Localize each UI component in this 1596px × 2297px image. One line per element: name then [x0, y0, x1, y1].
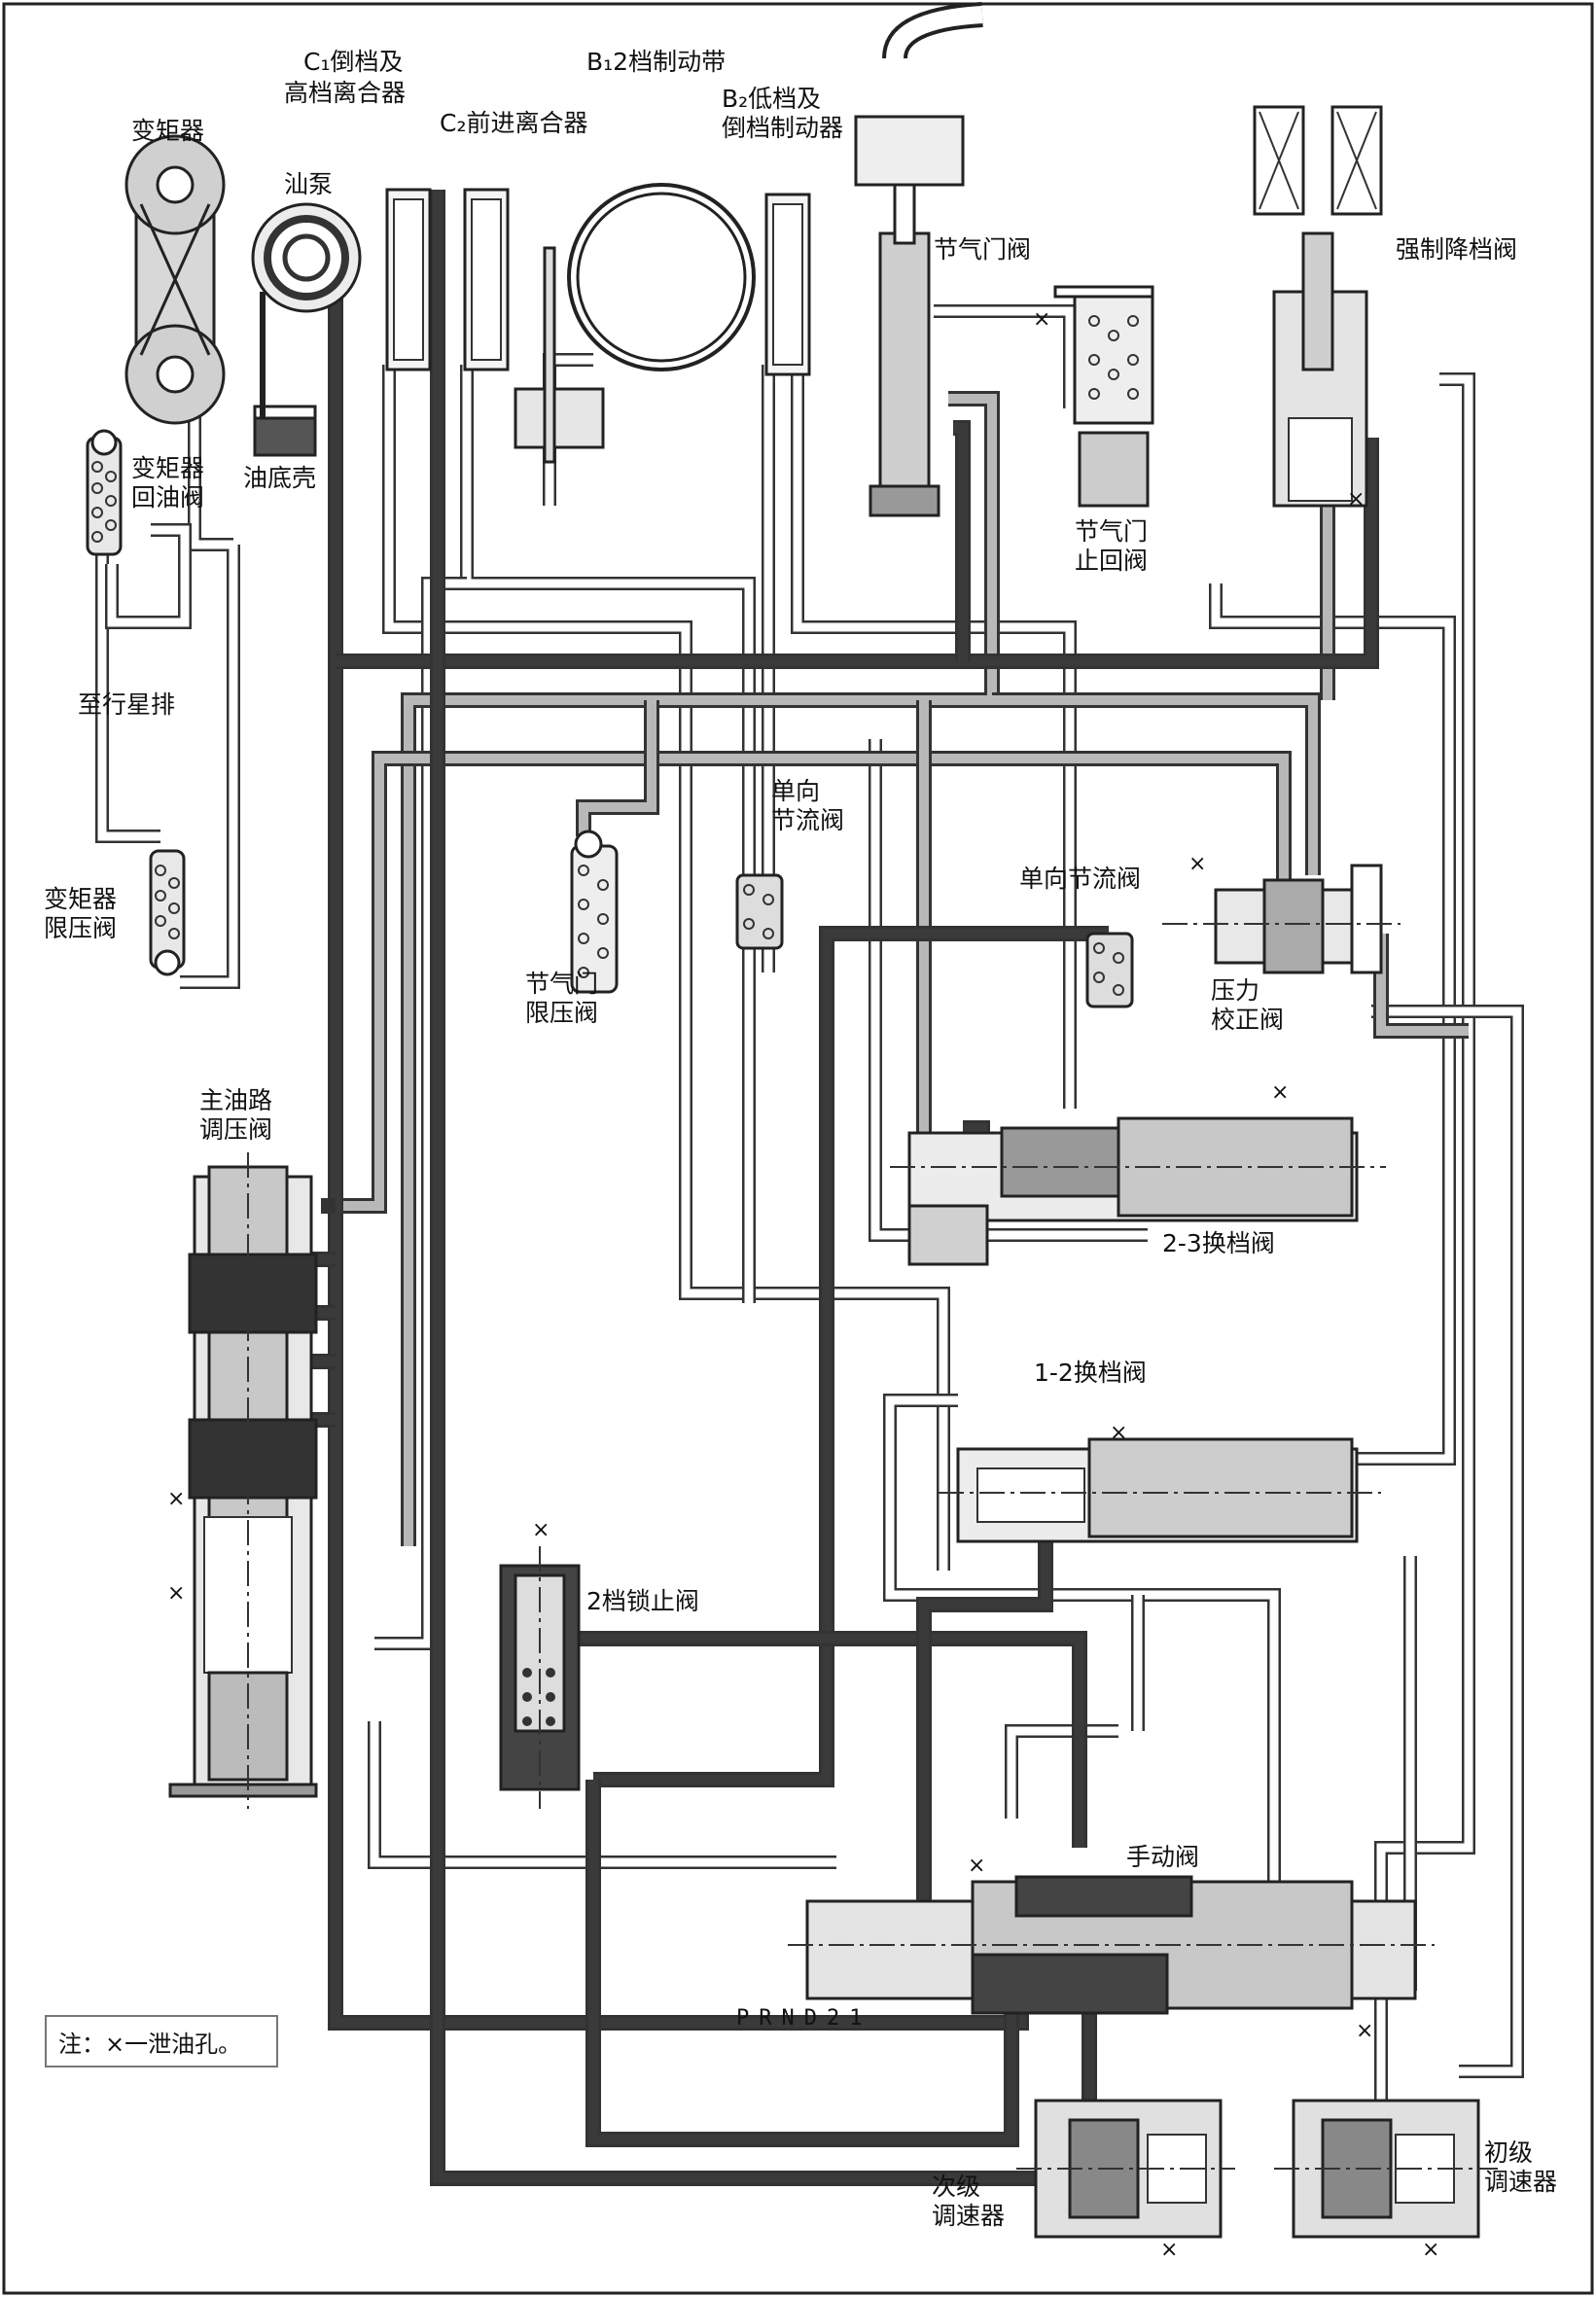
- gray-lines: [321, 370, 1469, 1546]
- label-primary-governor-2: 调速器: [1484, 2168, 1557, 2196]
- label-c1-clutch-1: C₁倒档及: [303, 48, 403, 76]
- one-way-orifice-2: [1085, 932, 1134, 1008]
- one-way-orifice-1: [735, 873, 784, 950]
- label-pressure-correction-valve-1: 压力: [1211, 976, 1259, 1005]
- labels: 变矩器 汕泵 油底壳 变矩器 回油阀 至行星排 变矩器 限压阀 C₁倒档及 高档…: [44, 48, 1557, 2230]
- label-throttle-check-valve-1: 节气门: [1075, 517, 1148, 546]
- second-lock-valve: [499, 1546, 581, 1809]
- drain-mark: ×: [1160, 2238, 1178, 2262]
- label-manual-valve: 手动阀: [1126, 1843, 1199, 1871]
- secondary-governor: [1016, 2099, 1235, 2239]
- label-secondary-governor-1: 次级: [932, 2173, 980, 2201]
- label-oil-pan: 油底壳: [243, 464, 316, 492]
- manual-valve: [788, 1875, 1435, 2015]
- drain-mark: ×: [1110, 1421, 1127, 1445]
- legend-note-text: 注：×一泄油孔。: [58, 2030, 242, 2058]
- b1-band: [514, 183, 756, 464]
- main-regulator-valve: [168, 1152, 318, 1809]
- legend-note: 注：×一泄油孔。: [45, 2015, 278, 2067]
- label-shift-12-valve: 1-2换档阀: [1034, 1359, 1147, 1387]
- drain-mark: ×: [968, 1854, 985, 1878]
- drain-mark: ×: [1347, 487, 1365, 512]
- label-main-regulator-valve-2: 调压阀: [199, 1115, 272, 1144]
- label-converter-limit-valve-2: 限压阀: [44, 914, 117, 942]
- kickdown-valve: [1253, 105, 1383, 508]
- torque-converter: [124, 134, 226, 425]
- label-shift-23-valve: 2-3换档阀: [1162, 1229, 1275, 1257]
- drain-mark: ×: [167, 1581, 185, 1606]
- label-converter-return-valve-2: 回油阀: [131, 483, 204, 512]
- shift-12-valve: [939, 1437, 1381, 1543]
- label-one-way-orifice-2: 单向节流阀: [1019, 865, 1141, 893]
- throttle-valve: [854, 2, 983, 517]
- label-one-way-orifice-1a: 单向: [771, 777, 820, 805]
- converter-return-valve: [86, 429, 123, 556]
- b2-brake: [764, 193, 811, 376]
- label-c1-clutch-2: 高档离合器: [284, 79, 406, 107]
- label-throttle-limit-valve-1: 节气门: [525, 970, 598, 998]
- converter-limit-valve: [149, 849, 186, 976]
- label-main-regulator-valve-1: 主油路: [199, 1086, 272, 1114]
- c2-clutch: [463, 188, 510, 371]
- label-torque-converter: 变矩器: [131, 117, 204, 145]
- drain-mark: ×: [1033, 307, 1050, 332]
- throttle-limit-valve: [570, 830, 619, 994]
- label-throttle-check-valve-2: 止回阀: [1075, 547, 1148, 575]
- label-gear-positions: PRND21: [736, 2006, 871, 2031]
- label-secondary-governor-2: 调速器: [932, 2202, 1005, 2230]
- c1-clutch: [385, 188, 432, 371]
- drain-mark: ×: [1422, 2238, 1439, 2262]
- drain-mark: ×: [532, 1518, 550, 1542]
- label-b2-brake-2: 倒档制动器: [722, 114, 843, 142]
- drain-mark: ×: [1356, 2019, 1373, 2043]
- label-throttle-limit-valve-2: 限压阀: [525, 999, 598, 1027]
- label-c2-clutch: C₂前进离合器: [440, 109, 587, 137]
- label-one-way-orifice-1b: 节流阀: [771, 806, 844, 834]
- label-pressure-correction-valve-2: 校正阀: [1211, 1006, 1284, 1034]
- label-to-planetary: 至行星排: [78, 690, 175, 719]
- label-kickdown-valve: 强制降档阀: [1396, 235, 1517, 264]
- shift-23-valve: [890, 1116, 1386, 1266]
- drain-mark: ×: [1271, 1080, 1289, 1105]
- primary-governor: [1274, 2099, 1498, 2239]
- label-throttle-valve: 节气门阀: [934, 235, 1031, 264]
- drain-marks: × × × × × × × × × × × ×: [167, 307, 1439, 2262]
- label-primary-governor-1: 初级: [1484, 2138, 1533, 2167]
- label-oil-pump: 汕泵: [284, 170, 333, 198]
- label-second-lock-valve: 2档锁止阀: [586, 1587, 699, 1615]
- throttle-check-valve: [1053, 285, 1154, 508]
- drain-mark: ×: [167, 1487, 185, 1511]
- label-converter-limit-valve-1: 变矩器: [44, 885, 117, 913]
- drain-mark: ×: [1188, 852, 1206, 876]
- pressure-correction-valve: [1162, 864, 1401, 974]
- label-b2-brake-1: B₂低档及: [722, 85, 821, 113]
- label-b1-band: B₁2档制动带: [586, 48, 726, 76]
- label-converter-return-valve-1: 变矩器: [131, 454, 204, 482]
- oil-pump: [251, 202, 362, 457]
